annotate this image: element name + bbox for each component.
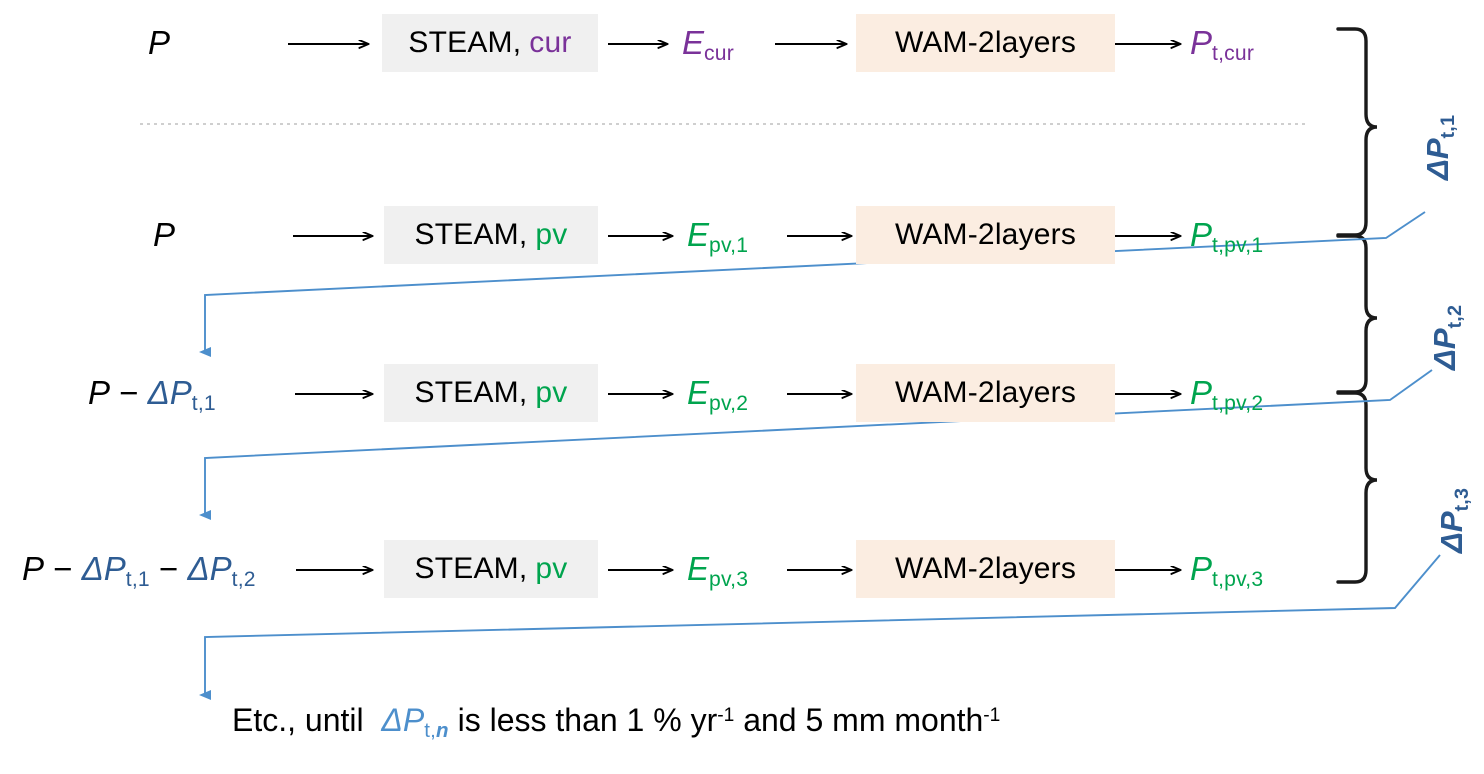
row2-output-Pt: Pt,pv,1 xyxy=(1190,216,1264,258)
row2-evap-symbol: Epv,1 xyxy=(687,216,749,258)
bottom-note-post-2: and 5 mm month xyxy=(743,702,984,738)
row1-steam-variant: cur xyxy=(529,26,572,59)
row3-wam-label: WAM-2layers xyxy=(894,376,1077,409)
bottom-note-sup-1: -1 xyxy=(717,705,735,727)
row3-steam-box[interactable]: STEAM, pv xyxy=(384,364,598,422)
row4-wam-box[interactable]: WAM-2layers xyxy=(856,540,1115,598)
bottom-note-sup-2: -1 xyxy=(983,705,1001,727)
row3-input-expression: P − ΔPt,1 xyxy=(88,374,216,416)
row3-output-Pt: Pt,pv,2 xyxy=(1190,374,1264,416)
row3-evap-symbol: Epv,2 xyxy=(687,374,749,416)
row3-steam-prefix: STEAM, xyxy=(414,376,528,409)
row4-steam-variant: pv xyxy=(535,552,568,585)
row4-input-expression: P − ΔPt,1 − ΔPt,2 xyxy=(22,550,256,592)
brace-1 xyxy=(1336,27,1378,237)
row3-wam-box[interactable]: WAM-2layers xyxy=(856,364,1115,422)
row1-wam-label: WAM-2layers xyxy=(894,26,1077,59)
bottom-note-post-1: is less than 1 % yr xyxy=(457,702,718,738)
row2-wam-box[interactable]: WAM-2layers xyxy=(856,206,1115,264)
bottom-note-delta-p: ΔP xyxy=(381,702,425,738)
row4-wam-label: WAM-2layers xyxy=(894,552,1077,585)
row2-input-P: P xyxy=(153,216,176,253)
row4-output-Pt: Pt,pv,3 xyxy=(1190,550,1264,592)
row1-wam-box[interactable]: WAM-2layers xyxy=(856,14,1115,72)
row4-steam-box[interactable]: STEAM, pv xyxy=(384,540,598,598)
bottom-note-sub-italic: n xyxy=(435,719,449,743)
brace-label-1: ΔPt,1 xyxy=(1420,114,1459,180)
row4-steam-prefix: STEAM, xyxy=(414,552,528,585)
bottom-note-sub-static: t, xyxy=(424,719,436,743)
row2-steam-prefix: STEAM, xyxy=(414,218,528,251)
row1-evap-symbol: Ecur xyxy=(682,24,734,66)
brace-label-3: ΔPt,3 xyxy=(1434,487,1473,553)
row2-wam-label: WAM-2layers xyxy=(894,218,1077,251)
row1-output-Pt: Pt,cur xyxy=(1190,24,1255,66)
row1-input-P: P xyxy=(148,24,171,61)
bottom-note: Etc., until ΔPt,n is less than 1 % yr-1 … xyxy=(232,702,1001,743)
brace-label-2: ΔPt,2 xyxy=(1427,304,1466,370)
row1-steam-box[interactable]: STEAM, cur xyxy=(382,14,598,72)
row2-steam-box[interactable]: STEAM, pv xyxy=(384,206,598,264)
row4-evap-symbol: Epv,3 xyxy=(687,550,749,592)
brace-2 xyxy=(1336,234,1378,394)
row2-steam-variant: pv xyxy=(535,218,568,251)
row1-steam-prefix: STEAM, xyxy=(408,26,522,59)
bottom-note-pre: Etc., until xyxy=(232,702,364,738)
brace-3 xyxy=(1336,391,1378,584)
row3-steam-variant: pv xyxy=(535,376,568,409)
